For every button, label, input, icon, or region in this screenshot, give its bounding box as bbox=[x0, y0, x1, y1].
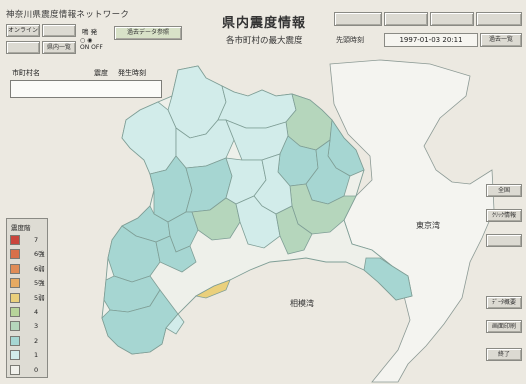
land-tokyo bbox=[329, 59, 495, 383]
legend-item: 5強 bbox=[10, 276, 46, 290]
all-button[interactable]: 全国 bbox=[486, 184, 522, 197]
bay-label-east: 東京湾 bbox=[416, 220, 440, 230]
legend-label: 6強 bbox=[34, 250, 45, 259]
legend-swatch bbox=[10, 249, 20, 260]
legend-label: 3 bbox=[34, 322, 39, 331]
legend-item: 4 bbox=[10, 305, 46, 319]
alarm-toggle[interactable]: ○ ◉ ON OFF bbox=[80, 37, 103, 51]
legend-swatch bbox=[10, 350, 20, 361]
legend-item: 6強 bbox=[10, 247, 46, 261]
top-tab-1[interactable] bbox=[334, 12, 382, 26]
alarm-label: 鳴 発 bbox=[82, 28, 98, 36]
legend-label: 0 bbox=[34, 365, 39, 374]
alarm-on-label: ON bbox=[80, 44, 90, 51]
result-field[interactable] bbox=[10, 80, 162, 98]
top-tab-3[interactable] bbox=[430, 12, 474, 26]
region-miura bbox=[165, 313, 185, 335]
legend-swatch bbox=[10, 263, 20, 274]
legend-swatch bbox=[10, 307, 20, 317]
legend-swatch bbox=[10, 292, 20, 303]
data-summary-button[interactable]: ﾃﾞｰﾀ概要 bbox=[486, 296, 522, 309]
region-west-north bbox=[121, 101, 177, 175]
legend-item: 1 bbox=[10, 348, 46, 362]
top-tab-2[interactable] bbox=[384, 12, 428, 26]
region-manazuru bbox=[101, 289, 179, 355]
page-subtitle: 各市町村の最大震度 bbox=[226, 36, 303, 46]
app-title: 神奈川県震度情報ネットワーク bbox=[6, 10, 130, 20]
legend-swatch bbox=[10, 235, 20, 245]
right-button-3[interactable] bbox=[486, 234, 522, 247]
legend-item: 0 bbox=[10, 363, 46, 377]
legend-label: 6弱 bbox=[34, 264, 45, 273]
exit-button[interactable]: 終了 bbox=[486, 348, 522, 361]
legend-title: 震度階 bbox=[11, 224, 31, 232]
region-oiso bbox=[155, 235, 197, 273]
legend-item: 5弱 bbox=[10, 291, 46, 305]
legend-label: 7 bbox=[34, 236, 39, 244]
legend-item: 2 bbox=[10, 334, 46, 348]
legend-item: 3 bbox=[10, 319, 46, 333]
legend-swatch bbox=[10, 278, 20, 289]
left-button-3[interactable] bbox=[6, 41, 40, 54]
bay-label-south: 相模湾 bbox=[290, 298, 314, 308]
legend-swatch bbox=[10, 364, 20, 375]
intensity-legend: 震度階 7 6強 6弱 5強 5弱 4 3 2 1 0 bbox=[6, 218, 48, 378]
click-info-button[interactable]: ｸﾘｯｸ情報 bbox=[486, 209, 522, 222]
column-intensity: 震度 bbox=[94, 69, 108, 77]
legend-swatch bbox=[10, 321, 20, 332]
alarm-off-label: OFF bbox=[91, 44, 103, 51]
online-button[interactable]: オンライン bbox=[6, 24, 40, 37]
legend-label: 5弱 bbox=[34, 293, 45, 302]
legend-item: 6弱 bbox=[10, 262, 46, 276]
legend-item: 7 bbox=[10, 233, 46, 247]
region-kamakura bbox=[275, 205, 313, 255]
region-odawara bbox=[107, 225, 161, 283]
page-title: 県内震度情報 bbox=[222, 16, 307, 31]
column-municipality: 市町村名 bbox=[12, 69, 40, 77]
past-data-button[interactable]: 過去データ参照 bbox=[114, 26, 182, 40]
radio-on-icon[interactable]: ○ bbox=[80, 37, 86, 44]
prefecture-list-button[interactable]: 県内一覧 bbox=[42, 41, 76, 54]
legend-label: 4 bbox=[34, 308, 39, 316]
region-yokosuka bbox=[363, 257, 413, 301]
legend-label: 2 bbox=[34, 336, 39, 345]
legend-swatch bbox=[10, 335, 20, 346]
column-time: 発生時刻 bbox=[118, 69, 146, 77]
print-screen-button[interactable]: 画面印刷 bbox=[486, 320, 522, 333]
datetime-display: 1997-01-03 20:11 bbox=[384, 33, 478, 47]
top-tab-4[interactable] bbox=[476, 12, 522, 26]
past-list-button[interactable]: 過去一覧 bbox=[480, 33, 522, 47]
time-label: 先頭時刻 bbox=[336, 36, 364, 44]
legend-label: 5強 bbox=[34, 279, 45, 288]
left-button-2[interactable] bbox=[42, 24, 76, 37]
radio-off-icon[interactable]: ◉ bbox=[87, 37, 93, 44]
region-coast-strip bbox=[194, 279, 231, 299]
legend-label: 1 bbox=[34, 351, 39, 360]
